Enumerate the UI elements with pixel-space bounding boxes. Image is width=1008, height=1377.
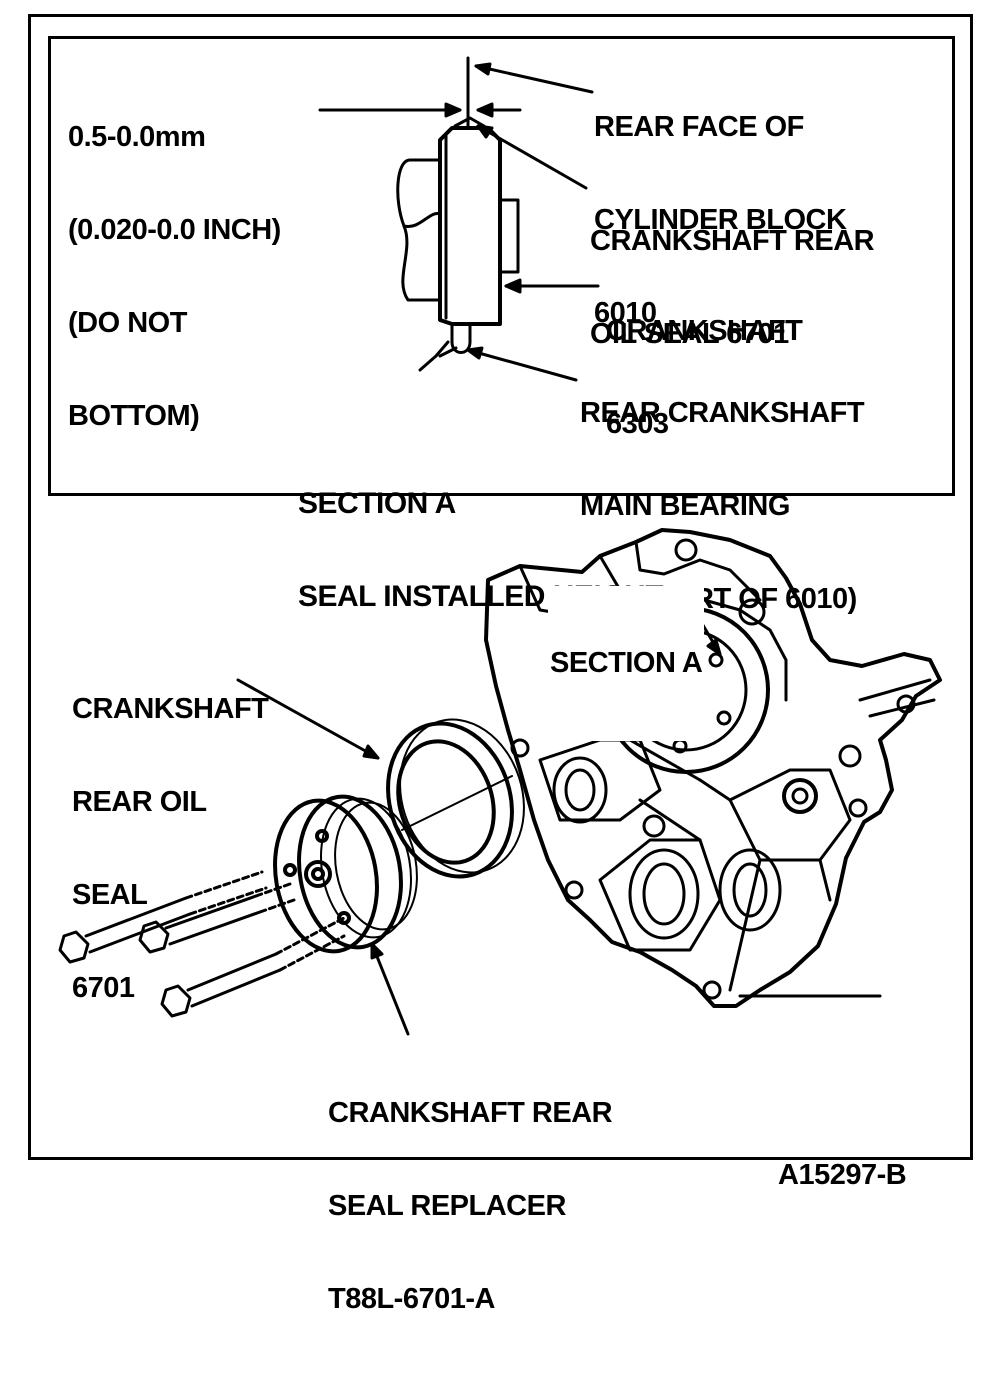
rear-seal-line: CRANKSHAFT REAR	[590, 225, 875, 257]
oil-seal-line: SEAL	[72, 879, 148, 911]
crankshaft-label: CRANKSHAFT 6303	[606, 254, 803, 502]
rear-face-label: REAR FACE OF CYLINDER BLOCK 6010	[594, 50, 847, 391]
clearance-line: BOTTOM)	[68, 400, 200, 432]
clearance-label: 0.5-0.0mm (0.020-0.0 INCH) (DO NOT BOTTO…	[68, 60, 281, 494]
bolts-drawing	[58, 870, 346, 1018]
oil-seal-label: CRANKSHAFT REAR OIL SEAL 6701	[72, 632, 269, 1066]
oil-seal-line: CRANKSHAFT	[72, 693, 269, 725]
oil-seal-drawing	[386, 718, 525, 879]
replacer-line: T88L-6701-A	[328, 1283, 495, 1315]
oil-seal-line: REAR OIL	[72, 786, 207, 818]
replacer-line: SEAL REPLACER	[328, 1190, 566, 1222]
rear-seal-label: CRANKSHAFT REAR OIL SEAL 6701	[590, 164, 875, 412]
crankshaft-line: CRANKSHAFT	[606, 315, 803, 347]
figure-id-text: A15297-B	[778, 1159, 907, 1191]
oil-seal-line: 6701	[72, 972, 135, 1004]
section-a-frame	[48, 36, 955, 496]
clearance-line: (0.020-0.0 INCH)	[68, 214, 281, 246]
clearance-line: 0.5-0.0mm	[68, 121, 206, 153]
replacer-label: CRANKSHAFT REAR SEAL REPLACER T88L-6701-…	[328, 1036, 613, 1377]
crankshaft-line: 6303	[606, 408, 669, 440]
section-a-title-line: SECTION A	[298, 487, 456, 520]
replacer-line: CRANKSHAFT REAR	[328, 1097, 613, 1129]
section-a-callout: SECTION A	[548, 586, 705, 741]
main-leaders	[236, 678, 410, 1036]
outer-frame	[28, 14, 973, 1160]
rear-face-line: CYLINDER BLOCK	[594, 204, 847, 236]
section-a-callout-text: SECTION A	[550, 647, 703, 679]
bearing-cap-line: MAIN BEARING	[580, 490, 790, 522]
replacer-drawing	[273, 794, 418, 954]
figure: 0.5-0.0mm (0.020-0.0 INCH) (DO NOT BOTTO…	[28, 14, 973, 1315]
rear-face-line: REAR FACE OF	[594, 111, 804, 143]
section-a-drawing	[318, 56, 600, 382]
clearance-line: (DO NOT	[68, 307, 187, 339]
rear-face-line: 6010	[594, 297, 657, 329]
rear-seal-line: OIL SEAL 6701	[590, 318, 789, 350]
figure-id: A15297-B	[778, 1098, 907, 1253]
bearing-cap-line: REAR CRANKSHAFT	[580, 397, 865, 429]
